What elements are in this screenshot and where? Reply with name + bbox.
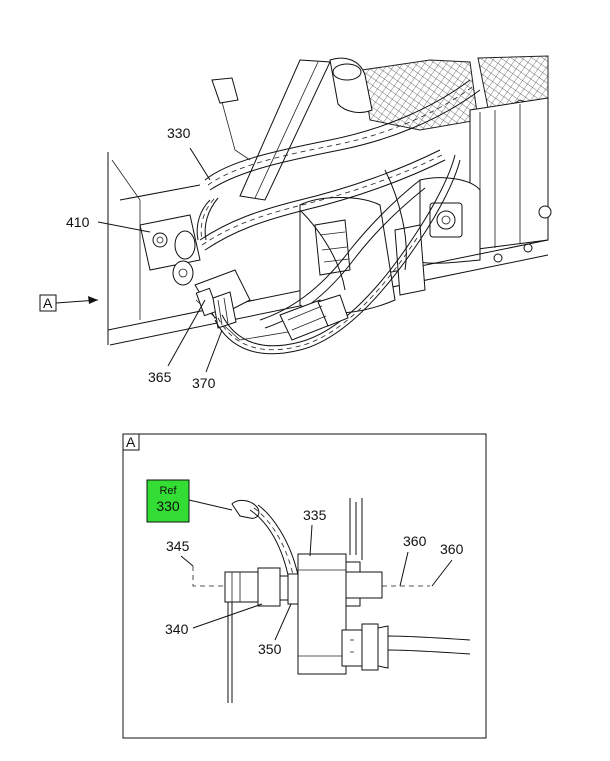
callout-label-370: 370 [192,375,216,391]
ref-number: 330 [156,498,180,514]
engine-assembly-view [107,55,552,355]
callout-350: 350 [258,603,292,657]
view-marker-label: A [43,295,53,311]
callout-360-b: 360 [431,541,464,587]
callout-330-main: 330 [167,125,211,181]
callout-label-360a: 360 [403,533,427,549]
callout-345: 345 [166,538,194,567]
callout-label-365: 365 [148,369,172,385]
detail-box-title: A [126,434,136,450]
view-marker-a: A [39,294,99,312]
callout-label-335: 335 [303,507,327,523]
callout-335: 335 [303,507,327,557]
callout-label-340: 340 [165,621,189,637]
callout-label-410: 410 [66,214,90,230]
callout-340: 340 [165,603,263,637]
callout-label-360b: 360 [440,541,464,557]
callout-365: 365 [148,299,206,385]
callout-label-350: 350 [258,641,282,657]
callout-label-345: 345 [166,538,190,554]
callout-410: 410 [66,214,151,233]
ref-330-box: Ref 330 [146,479,233,523]
detail-view-a: A Ref 330 [122,433,487,739]
callout-label-330: 330 [167,125,191,141]
callout-370: 370 [192,329,223,391]
callout-360-a: 360 [399,533,427,587]
heat-shield-mesh [361,59,479,131]
wiring-harness [196,79,481,355]
ref-prefix: Ref [159,485,177,497]
